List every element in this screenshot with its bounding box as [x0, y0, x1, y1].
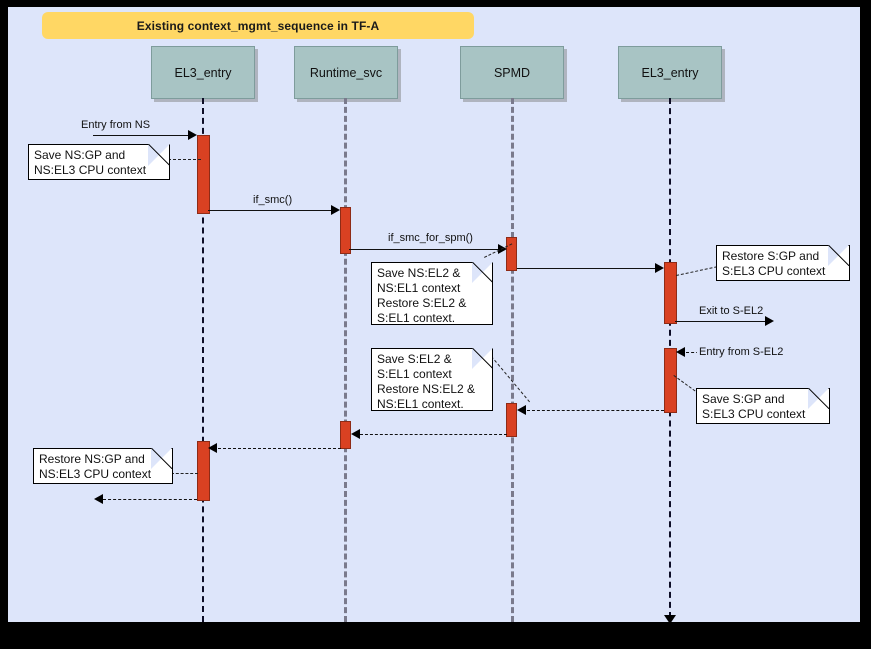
participant-label: EL3_entry [174, 65, 232, 80]
note-link-6 [171, 473, 198, 474]
message-arrowhead-el3-entry-s-to-spmd [517, 405, 526, 415]
message-line-if-smc-for-spm [349, 249, 499, 250]
activation-spmd-1 [506, 237, 517, 271]
message-label-entry-from-s-el2: Entry from S-EL2 [697, 346, 786, 358]
message-label-if-smc-for-spm: if_smc_for_spm() [386, 232, 475, 244]
message-line-exit-to-ns [103, 499, 197, 500]
message-line-runtime-svc-to-el3-entry-ns [218, 448, 341, 449]
diagram-title: Existing context_mgmt_sequence in TF-A [136, 18, 380, 33]
note-save-s-el2: Save S:EL2 & S:EL1 context Restore NS:EL… [371, 348, 493, 411]
activation-el3-entry-ns-2 [197, 441, 210, 501]
participant-label: EL3_entry [641, 65, 699, 80]
message-arrowhead-spmd-to-el3-entry-s [655, 263, 664, 273]
participant-spmd[interactable]: SPMD [460, 46, 564, 99]
message-arrowhead-exit-to-s-el2 [765, 316, 774, 326]
note-link-3 [676, 266, 718, 276]
lifeline-spmd [511, 98, 514, 622]
message-label-entry-from-ns: Entry from NS [79, 119, 153, 131]
message-label-exit-to-s-el2: Exit to S-EL2 [697, 305, 766, 317]
message-line-entry-from-ns [93, 135, 189, 136]
message-arrowhead-spmd-to-runtime-svc [351, 429, 360, 439]
activation-el3-entry-ns-1 [197, 135, 210, 214]
note-restore-s-gp: Restore S:GP and S:EL3 CPU context [716, 245, 850, 281]
participant-el3-entry-ns[interactable]: EL3_entry [151, 46, 255, 99]
activation-el3-entry-s-2 [664, 348, 677, 413]
participant-label: SPMD [493, 65, 531, 80]
activation-spmd-2 [506, 403, 517, 437]
lifeline-el3-entry-ns [202, 98, 204, 622]
message-line-if-smc [208, 210, 332, 211]
message-line-spmd-to-el3-entry-s [517, 268, 657, 269]
message-arrowhead-entry-from-s-el2 [676, 347, 685, 357]
activation-runtime-svc-2 [340, 421, 351, 449]
participant-label: Runtime_svc [309, 65, 383, 80]
message-line-el3-entry-s-to-spmd [527, 410, 664, 411]
note-save-s-gp: Save S:GP and S:EL3 CPU context [696, 388, 830, 424]
note-restore-ns-gp: Restore NS:GP and NS:EL3 CPU context [33, 448, 173, 484]
message-line-exit-to-s-el2 [675, 321, 766, 322]
activation-el3-entry-s-1 [664, 262, 677, 324]
participant-runtime-svc[interactable]: Runtime_svc [294, 46, 398, 99]
note-save-ns-el2: Save NS:EL2 & NS:EL1 context Restore S:E… [371, 262, 493, 325]
lifeline-runtime-svc [344, 98, 347, 622]
message-line-spmd-to-runtime-svc [360, 434, 507, 435]
message-arrowhead-entry-from-ns [188, 130, 197, 140]
diagram-canvas: Existing context_mgmt_sequence in TF-A E… [8, 7, 860, 622]
message-arrowhead-if-smc-for-spm [498, 244, 507, 254]
message-arrowhead-if-smc [331, 205, 340, 215]
diagram-title-banner: Existing context_mgmt_sequence in TF-A [42, 12, 474, 39]
note-save-ns-gp: Save NS:GP and NS:EL3 CPU context [28, 144, 170, 180]
lifeline-terminator-arrow-el3-entry-s [664, 615, 676, 622]
activation-runtime-svc-1 [340, 207, 351, 254]
message-label-if-smc: if_smc() [251, 194, 295, 206]
participant-el3-entry-s[interactable]: EL3_entry [618, 46, 722, 99]
message-arrowhead-exit-to-ns [94, 494, 103, 504]
note-link-1 [168, 159, 201, 160]
message-arrowhead-runtime-svc-to-el3-entry-ns [208, 443, 217, 453]
